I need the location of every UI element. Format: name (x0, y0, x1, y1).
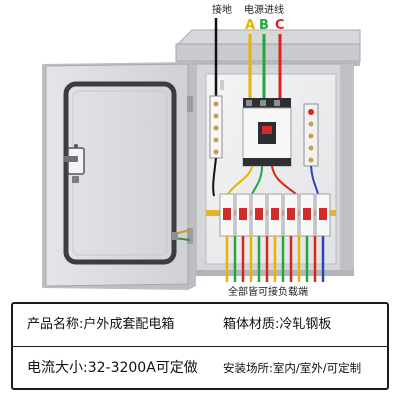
branch-breaker (315, 193, 331, 237)
spec-divider (13, 346, 387, 347)
power-in-label: 电源进线 (244, 5, 284, 16)
branch-breaker (219, 193, 235, 237)
branch-breaker (235, 193, 251, 237)
branch-breaker (267, 193, 283, 237)
branch-breaker (251, 193, 267, 237)
incoming-wires (214, 18, 282, 100)
branch-breaker (283, 193, 299, 237)
product-name: 产品名称:户外成套配电箱 (27, 317, 175, 332)
load-note: 全部皆可接负载端 (228, 287, 308, 298)
lock-icon (64, 144, 85, 183)
phase-c-label: C (275, 18, 285, 33)
phase-b-label: B (259, 18, 269, 33)
branch-breaker (299, 193, 315, 237)
cabinet-door (42, 62, 196, 290)
install-location: 安装场所:室内/室外/可定制 (223, 361, 362, 375)
cabinet-material: 箱体材质:冷轧钢板 (223, 317, 332, 332)
internal-wiring (212, 157, 319, 197)
outgoing-wires (225, 236, 325, 282)
cabinet-roof (175, 29, 361, 66)
distribution-box-drawing (42, 18, 361, 290)
spec-row: 产品名称:户外成套配电箱 箱体材质:冷轧钢板 (13, 304, 387, 346)
branch-breakers (219, 193, 331, 237)
door-ground-strap (172, 229, 191, 241)
neutral-terminal-bar (303, 103, 319, 167)
current-range: 电流大小:32-3200A可定做 (27, 360, 198, 376)
main-breaker (242, 98, 292, 167)
door-hinge (187, 228, 193, 244)
product-illustration: 接地 电源进线 A B C 全部皆可接负载端 (42, 5, 361, 298)
phase-a-label: A (245, 18, 256, 33)
spec-table: 产品名称:户外成套配电箱 箱体材质:冷轧钢板 电流大小:32-3200A可定做 … (11, 302, 389, 390)
spec-row: 电流大小:32-3200A可定做 安装场所:室内/室外/可定制 (13, 347, 387, 389)
ground-label: 接地 (212, 5, 232, 16)
ground-terminal-bar (209, 95, 223, 159)
door-hinge (187, 96, 193, 112)
